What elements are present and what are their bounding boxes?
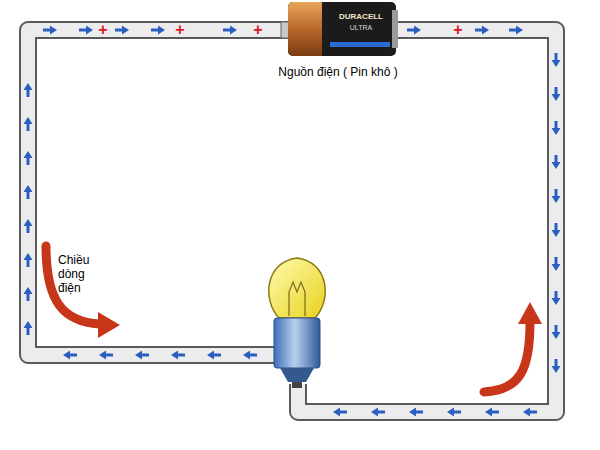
flow-arrow (552, 291, 561, 305)
flow-arrow (99, 351, 113, 360)
flow-arrow (115, 26, 129, 35)
current-direction-label: Chiều dòng điện (58, 254, 106, 295)
flow-arrow (509, 26, 523, 35)
flow-arrow (552, 325, 561, 339)
flow-arrow (409, 408, 423, 417)
flow-arrow (135, 351, 149, 360)
flow-arrow (207, 351, 221, 360)
flow-arrow (24, 83, 33, 97)
flow-arrow (24, 287, 33, 301)
flow-arrow (552, 189, 561, 203)
flow-arrow (552, 87, 561, 101)
battery (281, 2, 398, 56)
flow-arrow (552, 359, 561, 373)
flow-arrow (171, 351, 185, 360)
electron-arrows (24, 26, 561, 417)
flow-arrow (24, 185, 33, 199)
flow-arrow (223, 26, 237, 35)
wire (28, 30, 556, 412)
flow-arrow (552, 121, 561, 135)
flow-arrow (43, 26, 57, 35)
flow-arrow (552, 155, 561, 169)
flow-arrow (63, 351, 77, 360)
plus-sign: + (253, 21, 262, 39)
flow-arrow (24, 219, 33, 233)
battery-model: ULTRA (350, 24, 372, 32)
flow-arrow (79, 26, 93, 35)
source-label: Nguồn điện ( Pin khô ) (278, 66, 397, 80)
flow-arrow (24, 321, 33, 335)
flow-arrow (407, 26, 421, 35)
flow-arrow (552, 223, 561, 237)
light-bulb (269, 258, 325, 388)
flow-arrow (475, 26, 489, 35)
flow-arrow (24, 253, 33, 267)
flow-arrow (333, 408, 347, 417)
current-direction-arrowhead (98, 302, 542, 338)
plus-sign: + (98, 21, 107, 39)
flow-arrow (552, 257, 561, 271)
flow-arrow (151, 26, 165, 35)
flow-arrow (243, 351, 257, 360)
flow-arrow (371, 408, 385, 417)
flow-arrow (552, 53, 561, 67)
flow-arrow (485, 408, 499, 417)
current-direction-arrow (46, 246, 530, 392)
flow-arrow (447, 408, 461, 417)
flow-arrow (24, 151, 33, 165)
battery-brand: DURACELL (339, 12, 383, 21)
flow-arrow (523, 408, 537, 417)
flow-arrow (24, 117, 33, 131)
plus-sign: + (453, 21, 462, 39)
plus-sign: + (175, 21, 184, 39)
